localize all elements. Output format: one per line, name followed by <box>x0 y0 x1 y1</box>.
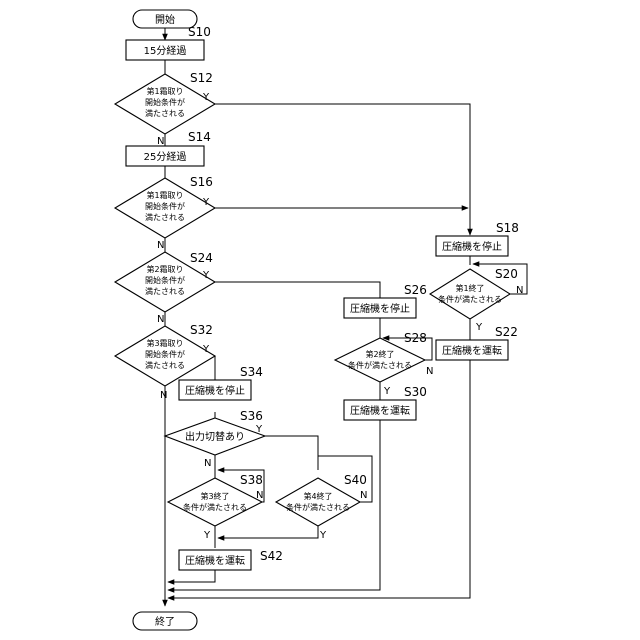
s16-yes: Y <box>202 197 210 208</box>
s28-yes: Y <box>383 386 391 397</box>
step-s26: S26 <box>404 283 427 297</box>
s40-no: N <box>360 490 367 501</box>
start-label: 開始 <box>155 13 175 26</box>
decision-s36-label: 出力切替あり <box>185 430 245 443</box>
step-s30: S30 <box>404 385 427 399</box>
step-s34: S34 <box>240 365 263 379</box>
process-s26-label: 圧縮機を停止 <box>350 302 410 315</box>
decision-s32-line3: 満たされる <box>145 361 185 370</box>
step-s22: S22 <box>495 325 518 339</box>
decision-s32-line2: 開始条件が <box>145 349 185 359</box>
s16-no: N <box>157 240 164 251</box>
s36-yes: Y <box>255 424 263 435</box>
decision-s16-line3: 満たされる <box>145 213 185 222</box>
process-s14-label: 25分経過 <box>144 150 187 163</box>
step-s16: S16 <box>190 175 213 189</box>
process-s10: 15分経過 <box>126 40 204 60</box>
decision-s40-line1: 第4終了 <box>303 491 332 501</box>
step-s12: S12 <box>190 71 213 85</box>
decision-s16-line1: 第1霜取り <box>146 190 183 200</box>
decision-s24-line1: 第2霜取り <box>146 264 183 274</box>
decision-s28-line1: 第2終了 <box>365 349 394 359</box>
s24-no: N <box>157 314 164 325</box>
s38-no: N <box>256 490 263 501</box>
decision-s16-line2: 開始条件が <box>145 201 185 211</box>
process-s18: 圧縮機を停止 <box>436 236 508 256</box>
step-s32: S32 <box>190 323 213 337</box>
step-s14: S14 <box>188 130 211 144</box>
decision-s28-line2: 条件が満たされる <box>348 360 412 370</box>
s20-yes: Y <box>475 322 483 333</box>
s32-no: N <box>160 390 167 401</box>
s12-yes: Y <box>202 92 210 103</box>
process-s34-label: 圧縮機を停止 <box>185 384 245 397</box>
step-s38: S38 <box>240 473 263 487</box>
s38-yes: Y <box>203 530 211 541</box>
step-s36: S36 <box>240 409 263 423</box>
decision-s20-line1: 第1終了 <box>455 283 484 293</box>
step-s20: S20 <box>495 267 518 281</box>
process-s34: 圧縮機を停止 <box>179 380 251 400</box>
process-s30: 圧縮機を運転 <box>344 400 416 420</box>
end-terminator: 終了 <box>133 612 197 630</box>
process-s14: 25分経過 <box>126 146 204 166</box>
decision-s12-line1: 第1霜取り <box>146 86 183 96</box>
process-s22: 圧縮機を運転 <box>436 340 508 360</box>
s32-yes: Y <box>202 344 210 355</box>
step-s10: S10 <box>188 25 211 39</box>
process-s30-label: 圧縮機を運転 <box>350 404 410 417</box>
decision-s12-line3: 満たされる <box>145 109 185 118</box>
s20-no: N <box>516 285 523 296</box>
decision-s38-line1: 第3終了 <box>200 491 229 501</box>
process-s18-label: 圧縮機を停止 <box>442 240 502 253</box>
decision-s38-line2: 条件が満たされる <box>183 502 247 512</box>
end-label: 終了 <box>155 615 175 628</box>
s40-yes: Y <box>319 530 327 541</box>
step-s40: S40 <box>344 473 367 487</box>
decision-s20-line2: 条件が満たされる <box>438 294 502 304</box>
process-s26: 圧縮機を停止 <box>344 298 416 318</box>
s12-no: N <box>157 136 164 147</box>
decision-s36: 出力切替あり <box>165 418 265 455</box>
s28-no: N <box>426 366 433 377</box>
decision-s32-line1: 第3霜取り <box>146 338 183 348</box>
process-s42-label: 圧縮機を運転 <box>185 554 245 567</box>
process-s22-label: 圧縮機を運転 <box>442 344 502 357</box>
decision-s24-line2: 開始条件が <box>145 275 185 285</box>
decision-s24-line3: 満たされる <box>145 287 185 296</box>
s24-yes: Y <box>202 270 210 281</box>
step-s18: S18 <box>496 221 519 235</box>
s36-no: N <box>204 458 211 469</box>
decision-s12-line2: 開始条件が <box>145 97 185 107</box>
step-s28: S28 <box>404 331 427 345</box>
decision-s40-line2: 条件が満たされる <box>286 502 350 512</box>
step-s24: S24 <box>190 251 213 265</box>
step-s42: S42 <box>260 549 283 563</box>
process-s10-label: 15分経過 <box>144 44 187 57</box>
process-s42: 圧縮機を運転 <box>179 550 251 570</box>
